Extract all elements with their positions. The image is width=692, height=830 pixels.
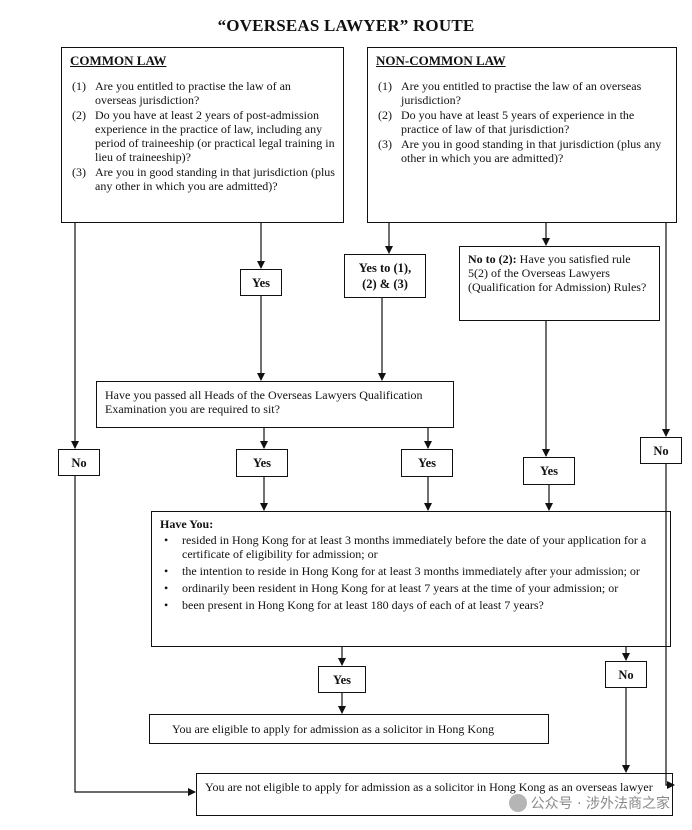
non-common-law-heading: NON-COMMON LAW	[376, 53, 506, 68]
common-law-question-1: (1)Are you entitled to practise the law …	[72, 79, 291, 107]
residence-requirement-box: Have You: resided in Hong Kong for at le…	[151, 511, 671, 647]
arrow-no-left-to-not-eligible	[74, 476, 196, 796]
yes-label-exam-left: Yes	[236, 449, 288, 477]
yes-label-exam-right: Yes	[401, 449, 453, 477]
non-common-law-question-3: (3)Are you in good standing in that juri…	[378, 137, 662, 165]
watermark: 公众号 · 涉外法商之家	[508, 793, 670, 813]
wechat-icon	[508, 794, 527, 812]
no-label-residence: No	[605, 661, 647, 688]
residence-item-2: the intention to reside in Hong Kong for…	[160, 564, 662, 578]
no-label-left: No	[58, 449, 100, 476]
non-common-law-question-2: (2)Do you have at least 5 years of exper…	[378, 108, 635, 136]
not-eligible-outcome-box: You are not eligible to apply for admiss…	[196, 773, 673, 816]
no-label-right: No	[640, 437, 682, 464]
diagram-title: “OVERSEAS LAWYER” ROUTE	[217, 16, 475, 35]
residence-item-3: ordinarily been resident in Hong Kong fo…	[160, 581, 662, 595]
common-law-heading: COMMON LAW	[70, 53, 167, 68]
arrow-no-right-line	[665, 464, 674, 786]
residence-item-1: resided in Hong Kong for at least 3 mont…	[160, 533, 662, 561]
common-law-box: COMMON LAW (1)Are you entitled to practi…	[61, 47, 344, 223]
no-to-2-box: No to (2): Have you satisfied rule 5(2) …	[459, 246, 660, 321]
common-law-question-2: (2)Do you have at least 2 years of post-…	[72, 108, 335, 164]
non-common-law-box: NON-COMMON LAW (1)Are you entitled to pr…	[367, 47, 677, 223]
common-law-question-3: (3)Are you in good standing in that juri…	[72, 165, 335, 193]
exam-question-box: Have you passed all Heads of the Oversea…	[96, 381, 454, 428]
yes-label-residence: Yes	[318, 666, 366, 693]
residence-item-4: been present in Hong Kong for at least 1…	[160, 598, 662, 612]
residence-heading: Have You:	[160, 517, 214, 531]
non-common-law-question-1: (1)Are you entitled to practise the law …	[378, 79, 642, 107]
yes-label-rule-52: Yes	[523, 457, 575, 485]
yes-label-common-law: Yes	[240, 269, 282, 296]
yes-to-all-label: Yes to (1), (2) & (3)	[344, 254, 426, 298]
eligible-outcome-box: You are eligible to apply for admission …	[149, 714, 549, 744]
